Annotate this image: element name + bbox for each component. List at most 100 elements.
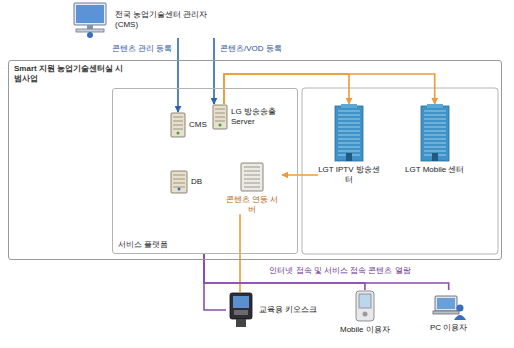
user-node: PC 이용자 (430, 290, 467, 333)
icon-part (427, 104, 443, 108)
icon-part (338, 147, 360, 148)
icon-part (338, 139, 360, 140)
icon-part (234, 310, 248, 315)
pc-node: 전국 농업기술센터 관리자(CMS) (68, 2, 225, 38)
db-picture (170, 170, 188, 194)
center-region-box (302, 88, 498, 254)
kiosk-picture (226, 292, 256, 328)
building-node: LGT IPTV 방송센터 (318, 104, 380, 184)
icon-part (244, 167, 260, 168)
icon-part (215, 109, 225, 110)
node-label: PC 이용자 (430, 323, 467, 333)
icon-part (346, 153, 352, 161)
icon-part (87, 32, 93, 38)
server-icon (213, 105, 227, 129)
building-icon (335, 104, 363, 161)
user-picture (432, 290, 466, 320)
node-label: LGT IPTV 방송센터 (318, 165, 380, 184)
icon-part (424, 115, 446, 116)
bigserver-icon (241, 163, 263, 191)
kiosk-icon (230, 293, 252, 327)
icon-part (424, 135, 446, 136)
user-icon (433, 296, 466, 320)
pc-picture (68, 2, 112, 38)
icon-part (173, 175, 185, 176)
server-picture (212, 104, 228, 130)
icon-part (338, 119, 360, 120)
icon-part (215, 121, 225, 122)
icon-part (424, 131, 446, 132)
icon-part (236, 319, 246, 327)
icon-part (424, 127, 446, 128)
node-label: CMS (189, 120, 207, 130)
group-box: 서비스 플랫폼 CMS LG 방송송출 ServerDB 콘텐츠 연동 서버 (112, 88, 298, 254)
bigserver-picture (240, 162, 264, 192)
db-icon (171, 171, 187, 193)
icon-part (424, 123, 446, 124)
icon-part (244, 175, 260, 176)
icon-part (424, 119, 446, 120)
icon-part (454, 315, 466, 320)
building-node: LGT Mobile 센터 (405, 104, 464, 175)
icon-part (215, 117, 225, 118)
connector (177, 38, 179, 112)
pda-picture (354, 290, 376, 322)
icon-part (424, 151, 446, 152)
node-label: 콘텐츠 연동 서버 (222, 195, 282, 214)
connector (282, 174, 318, 176)
server-icon (171, 113, 185, 137)
icon-part (241, 163, 263, 191)
icon-part (173, 179, 185, 180)
icon-part (338, 115, 360, 116)
icon-part (219, 124, 222, 127)
connector-label: 콘텐츠/VOD 등록 (218, 44, 284, 54)
icon-part (233, 296, 249, 308)
icon-part (432, 153, 438, 161)
icon-part (173, 187, 185, 188)
icon-part (230, 293, 252, 319)
icon-part (362, 312, 367, 317)
icon-part (178, 188, 181, 191)
icon-part (173, 121, 183, 122)
icon-part (171, 113, 185, 137)
node-label: DB (191, 177, 202, 187)
pc-icon (74, 3, 106, 38)
icon-part (173, 117, 183, 118)
group-box: Smart 지원 농업기술센터실 시범사업서비스 플랫폼 CMS LG 방송송출 S… (8, 60, 502, 260)
node-label: Mobile 이용자 (340, 325, 390, 335)
db-node: DB (170, 170, 202, 194)
connector (204, 254, 226, 310)
icon-part (173, 129, 183, 130)
server-picture (170, 112, 186, 138)
connector-label: 인터넷 접속 및 서비스 접속 콘텐츠 열람 (267, 266, 412, 276)
icon-part (456, 305, 463, 312)
icon-part (424, 147, 446, 148)
connector (213, 38, 215, 104)
icon-part (435, 296, 457, 311)
building-icon (421, 104, 449, 161)
icon-part (338, 135, 360, 136)
icon-part (338, 111, 360, 112)
icon-part (173, 125, 183, 126)
group-heading: 서비스 플랫폼 (113, 237, 173, 253)
icon-part (421, 106, 449, 161)
icon-part (215, 113, 225, 114)
icon-part (173, 183, 185, 184)
building-picture (331, 104, 367, 162)
icon-part (338, 131, 360, 132)
icon-part (424, 139, 446, 140)
icon-part (359, 294, 371, 308)
icon-part (338, 151, 360, 152)
icon-part (177, 132, 180, 135)
icon-part (87, 25, 93, 29)
icon-part (335, 106, 363, 161)
icon-part (74, 3, 106, 25)
group-heading: Smart 지원 농업기술센터실 시범사업 (9, 61, 131, 86)
server-node: LG 방송송출 Server (212, 104, 283, 130)
icon-part (356, 291, 374, 321)
icon-part (341, 104, 357, 108)
server-node: CMS (170, 112, 207, 138)
icon-part (437, 298, 455, 309)
icon-part (171, 171, 187, 193)
icon-part (338, 127, 360, 128)
